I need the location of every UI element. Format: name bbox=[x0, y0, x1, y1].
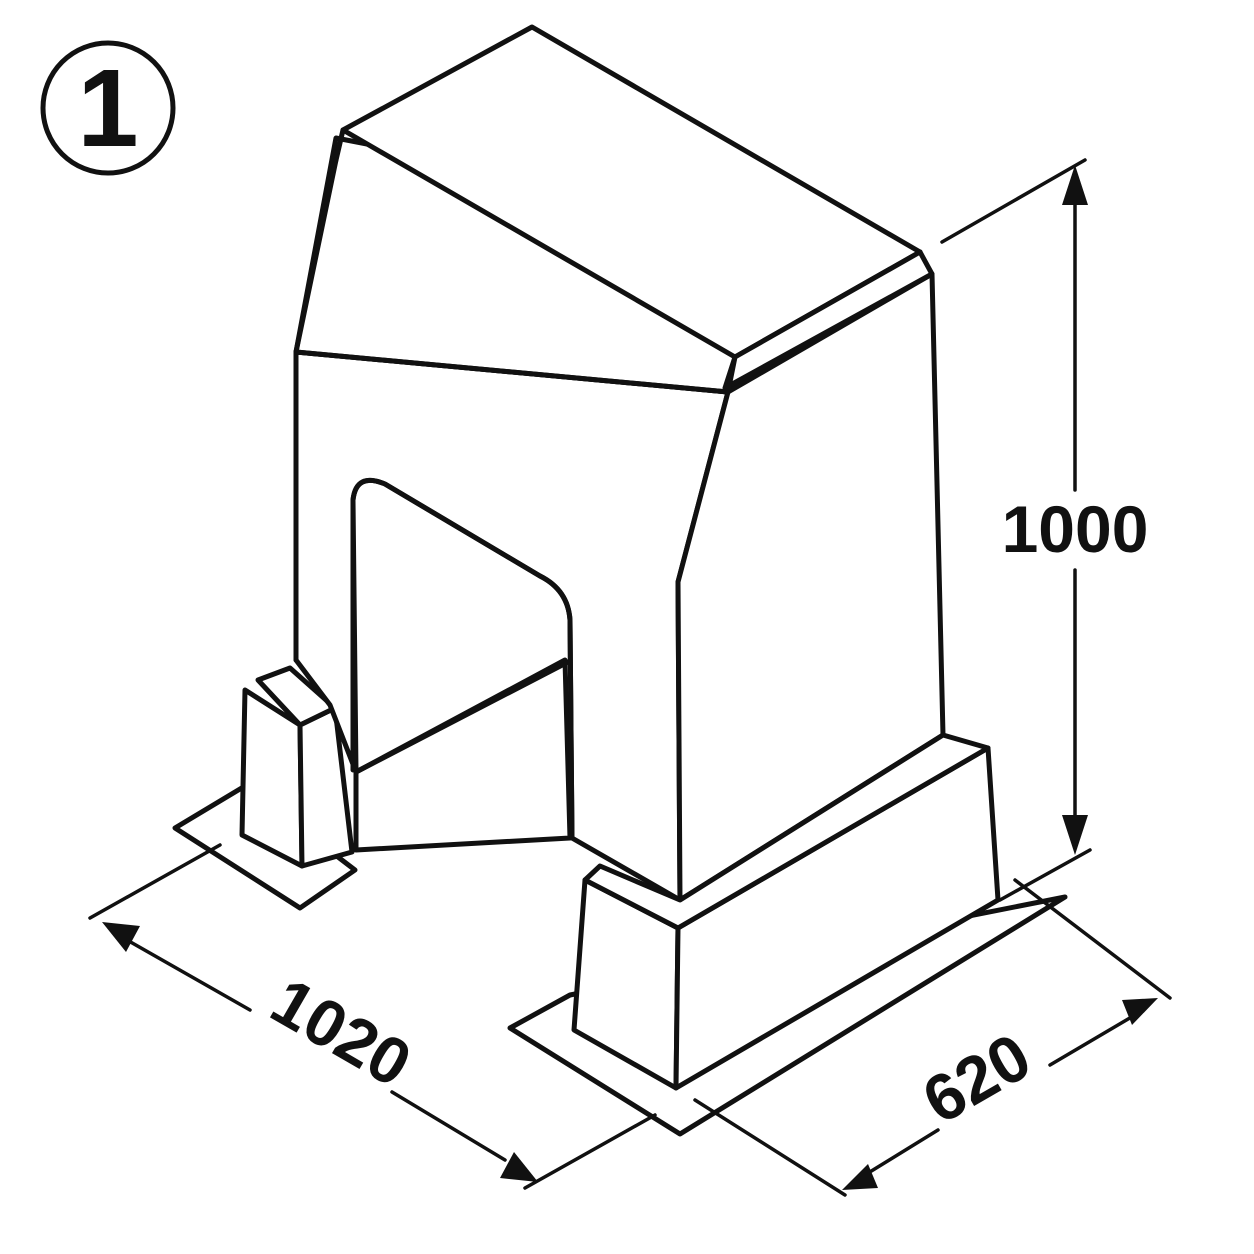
width-extension-front bbox=[693, 1098, 847, 1197]
height-extension-bottom bbox=[998, 848, 1092, 902]
width-label: 620 bbox=[910, 1019, 1042, 1138]
height-label: 1000 bbox=[1002, 492, 1149, 566]
arch-inner-edge bbox=[353, 659, 571, 775]
height-extension-top bbox=[940, 158, 1087, 244]
width-dim-line-right bbox=[1048, 1010, 1142, 1067]
length-extension-front bbox=[523, 1113, 657, 1190]
width-arrow-left bbox=[842, 1164, 878, 1190]
front-leg bbox=[571, 732, 1001, 1091]
height-arrow-bottom bbox=[1062, 815, 1088, 855]
length-extension-rear bbox=[88, 843, 222, 920]
step-badge: 1 bbox=[40, 40, 176, 176]
arch-opening-outline bbox=[350, 478, 575, 841]
step-badge-circle bbox=[40, 40, 176, 176]
height-dimension: 1000 bbox=[940, 158, 1149, 902]
housing-body bbox=[293, 24, 946, 903]
hood-lower-edge bbox=[293, 349, 731, 395]
hood-seam-edge bbox=[725, 354, 738, 395]
front-leg-top-face bbox=[582, 732, 991, 931]
step-number: 1 bbox=[77, 47, 138, 170]
length-dim-line-right bbox=[390, 1090, 507, 1162]
length-arrow-right bbox=[500, 1152, 538, 1182]
width-arrow-right bbox=[1122, 998, 1158, 1025]
width-dim-line-left bbox=[858, 1128, 940, 1180]
length-dim-line-left bbox=[118, 934, 252, 1012]
height-arrow-top bbox=[1062, 165, 1088, 205]
length-label: 1020 bbox=[259, 963, 423, 1101]
hood-back-edge bbox=[333, 127, 346, 163]
length-arrow-left bbox=[102, 922, 140, 952]
width-extension-back bbox=[1013, 878, 1172, 1000]
rear-leg bbox=[239, 665, 355, 869]
hood-slope-edge bbox=[293, 157, 339, 355]
